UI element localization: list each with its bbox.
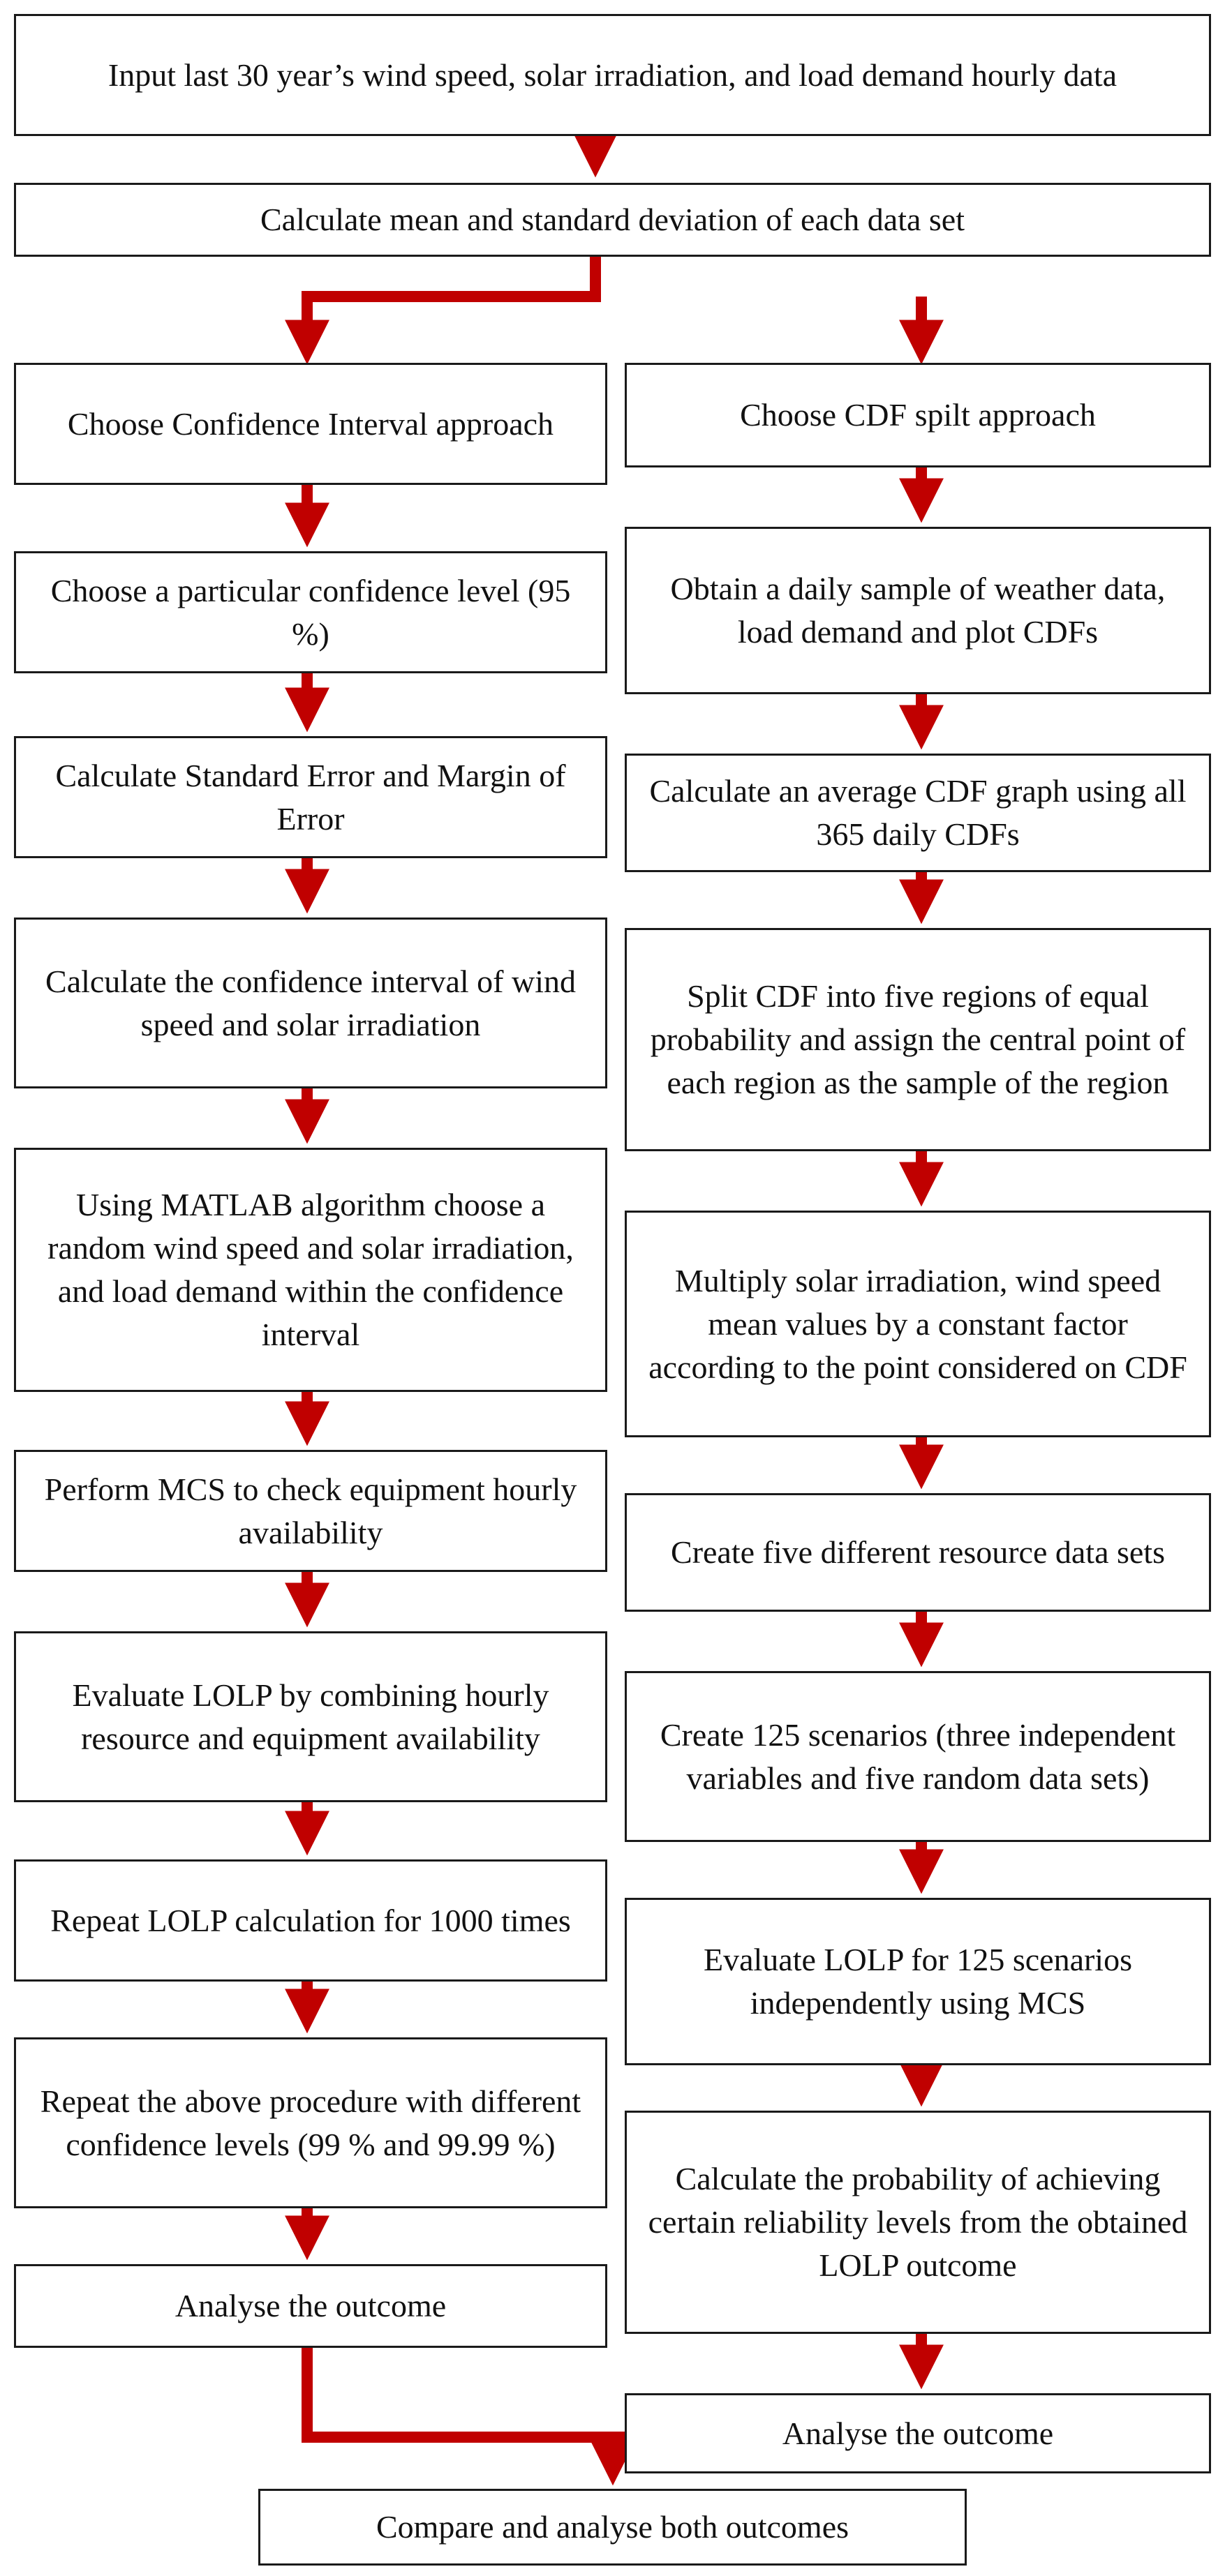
compare-box: Compare and analyse both outcomes [258,2489,967,2566]
cdf-sample-text: Obtain a daily sample of weather data, l… [670,571,1166,650]
cdf-split-text: Split CDF into five regions of equal pro… [650,978,1186,1100]
calc-mean-sd-box: Calculate mean and standard deviation of… [14,183,1211,257]
ci-repeat-box: Repeat LOLP calculation for 1000 times [14,1859,607,1982]
input-data-text: Input last 30 year’s wind speed, solar i… [107,57,1118,93]
cdf-lolp-box: Evaluate LOLP for 125 scenarios independ… [625,1898,1211,2065]
cdf-analyse-text: Analyse the outcome [782,2415,1054,2451]
cdf-probability-box: Calculate the probability of achieving c… [625,2111,1211,2334]
input-data-box: Input last 30 year’s wind speed, solar i… [14,14,1211,136]
ci-matlab-box: Using MATLAB algorithm choose a random w… [14,1148,607,1392]
cdf-datasets-text: Create five different resource data sets [671,1534,1165,1570]
ci-matlab-text: Using MATLAB algorithm choose a random w… [47,1187,574,1352]
ci-approach-box: Choose Confidence Interval approach [14,363,607,485]
calc-mean-sd-text: Calculate mean and standard deviation of… [260,202,965,237]
cdf-scenarios-box: Create 125 scenarios (three independent … [625,1671,1211,1842]
split-connector-line [285,257,601,365]
ci-repeat-levels-box: Repeat the above procedure with differen… [14,2037,607,2208]
ci-level-box: Choose a particular confidence level (95… [14,551,607,673]
ci-analyse-text: Analyse the outcome [175,2288,447,2323]
cdf-lolp-text: Evaluate LOLP for 125 scenarios independ… [704,1942,1132,2021]
ci-level-text: Choose a particular confidence level (95… [50,572,571,652]
ci-interval-text: Calculate the confidence interval of win… [45,963,576,1042]
ci-repeat-levels-text: Repeat the above procedure with differen… [40,2083,581,2162]
cdf-multiply-box: Multiply solar irradiation, wind speed m… [625,1211,1211,1437]
cdf-sample-box: Obtain a daily sample of weather data, l… [625,527,1211,694]
ci-mcs-text: Perform MCS to check equipment hourly av… [44,1471,577,1550]
ci-repeat-text: Repeat LOLP calculation for 1000 times [50,1902,571,1938]
ci-std-error-box: Calculate Standard Error and Margin of E… [14,736,607,858]
cdf-scenarios-text: Create 125 scenarios (three independent … [660,1716,1176,1796]
cdf-multiply-text: Multiply solar irradiation, wind speed m… [648,1262,1187,1385]
cdf-split-box: Split CDF into five regions of equal pro… [625,928,1211,1151]
ci-analyse-box: Analyse the outcome [14,2264,607,2348]
cdf-approach-box: Choose CDF spilt approach [625,363,1211,467]
ci-approach-text: Choose Confidence Interval approach [67,405,554,442]
compare-text: Compare and analyse both outcomes [376,2509,849,2545]
ci-mcs-box: Perform MCS to check equipment hourly av… [14,1450,607,1572]
cdf-datasets-box: Create five different resource data sets [625,1493,1211,1612]
ci-lolp-box: Evaluate LOLP by combining hourly resour… [14,1631,607,1802]
ci-std-error-text: Calculate Standard Error and Margin of E… [55,757,566,837]
cdf-approach-text: Choose CDF spilt approach [740,397,1096,433]
ci-interval-box: Calculate the confidence interval of win… [14,918,607,1088]
cdf-average-box: Calculate an average CDF graph using all… [625,754,1211,872]
cdf-probability-text: Calculate the probability of achieving c… [648,2161,1188,2283]
cdf-average-text: Calculate an average CDF graph using all… [649,773,1187,852]
cdf-analyse-box: Analyse the outcome [625,2393,1211,2473]
ci-lolp-text: Evaluate LOLP by combining hourly resour… [72,1677,549,1756]
